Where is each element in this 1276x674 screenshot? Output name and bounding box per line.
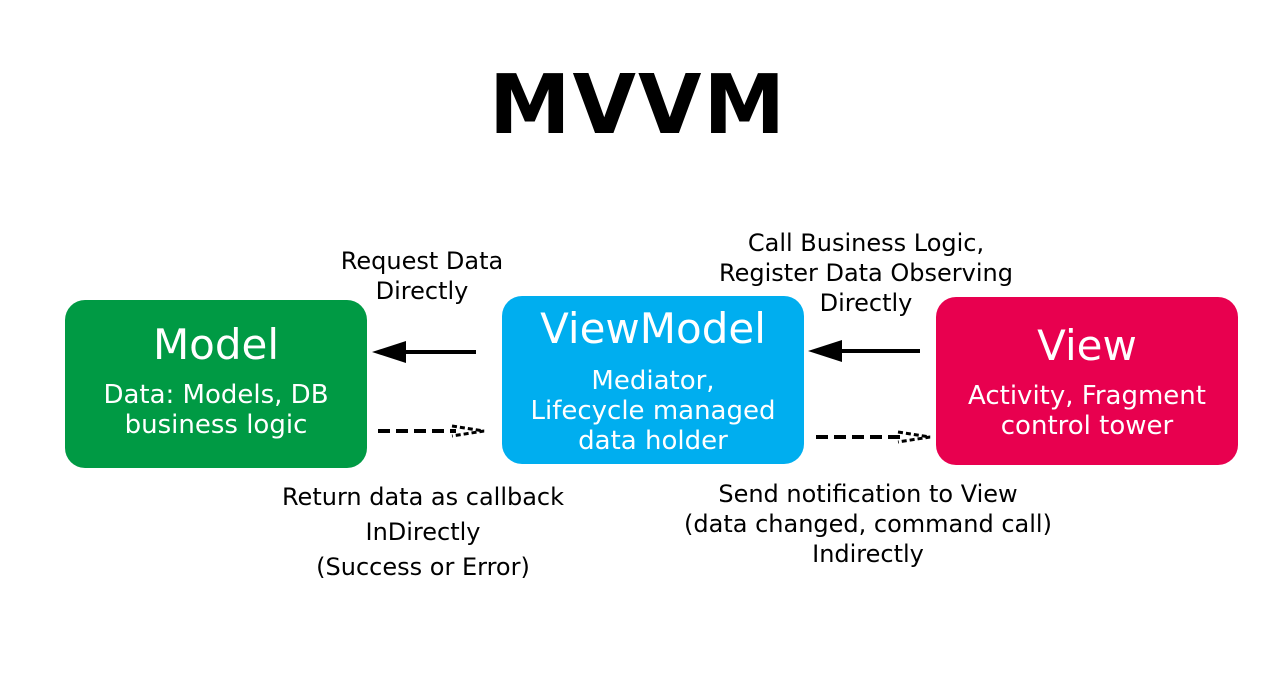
solid-arrow-view-to-viewmodel xyxy=(808,340,920,362)
view-description: Activity, Fragment control tower xyxy=(968,381,1206,441)
dashed-arrow-model-to-viewmodel xyxy=(378,424,485,438)
solid-arrow-viewmodel-to-model xyxy=(372,341,476,363)
dashed-arrow-viewmodel-to-view xyxy=(816,430,931,444)
model-box: Model Data: Models, DB business logic xyxy=(65,300,367,468)
request-data-label: Request Data Directly xyxy=(340,247,504,305)
viewmodel-description: Mediator, Lifecycle managed data holder xyxy=(530,366,776,456)
view-title: View xyxy=(1037,321,1137,370)
viewmodel-title: ViewModel xyxy=(540,304,766,353)
return-data-label: Return data as callback InDirectly (Succ… xyxy=(281,483,565,581)
diagram-title: MVVM xyxy=(488,58,788,153)
model-description: Data: Models, DB business logic xyxy=(103,380,329,440)
viewmodel-box: ViewModel Mediator, Lifecycle managed da… xyxy=(502,296,804,464)
model-title: Model xyxy=(152,320,280,369)
call-business-logic-label: Call Business Logic, Register Data Obser… xyxy=(719,229,1013,317)
send-notification-label: Send notification to View (data changed,… xyxy=(684,480,1052,568)
view-box: View Activity, Fragment control tower xyxy=(936,297,1238,465)
